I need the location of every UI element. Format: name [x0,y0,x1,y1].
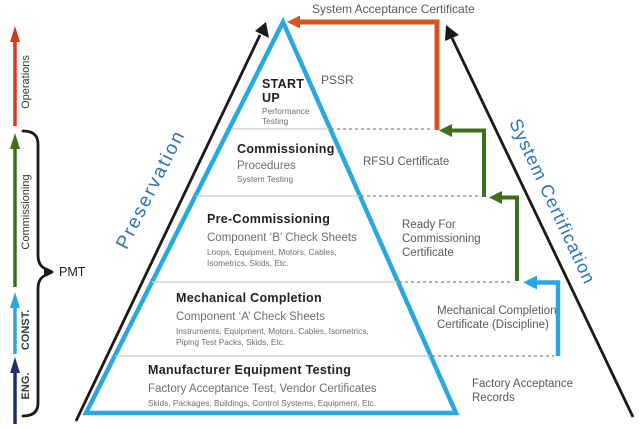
commissioning-subtitle: Procedures [237,160,296,172]
ready-for-commissioning-elbow-arrow [489,191,519,281]
manufacturer-equipment-testing-detail-1: Skids, Packages, Buildings, Control Syst… [148,398,376,408]
start-up-title-line2: UP [262,91,280,105]
rfcc-line3: Certificate [402,247,454,259]
far-line2: Records [472,392,515,404]
mechanical-completion-certificate-label: Mechanical Completion Certificate (Disci… [437,305,557,331]
start-up-subtitle-line1: Performance [262,106,310,116]
rfcc-line1: Ready For [402,219,456,231]
timeline-construction-arrow [10,292,20,354]
far-line1: Factory Acceptance [472,378,573,390]
mcc-line2: Certificate (Discipline) [437,319,549,331]
factory-acceptance-records-label: Factory Acceptance Records [472,378,573,404]
level-pre-commissioning: Pre-Commissioning Component ‘B’ Check Sh… [207,212,357,268]
system-certification-label: System Certification [505,116,599,288]
mechanical-completion-subtitle: Component ‘A’ Check Sheets [176,311,325,323]
mcc-line1: Mechanical Completion [437,305,557,317]
pmt-label: PMT [59,265,86,279]
timeline-commissioning-label: Commissioning [20,174,32,249]
commissioning-detail-1: System Testing [237,174,293,184]
rfsu-elbow-arrow [439,124,486,197]
level-manufacturer-equipment-testing: Manufacturer Equipment Testing Factory A… [148,363,377,408]
timeline-commissioning-arrow [10,133,20,287]
mechanical-completion-detail-2: Piping Test Packs, Skids, Etc. [176,337,285,347]
level-start-up: START UP Performance Testing [262,77,310,126]
mechanical-completion-title: Mechanical Completion [176,291,322,305]
pmt-brace-point [44,267,53,277]
start-up-subtitle-line2: Testing [262,116,289,126]
pre-commissioning-subtitle: Component ‘B’ Check Sheets [207,232,357,244]
rfcc-line2: Commissioning [402,233,481,245]
rfsu-certificate-label: RFSU Certificate [363,156,449,168]
timeline-operations-label: Operations [20,55,32,109]
manufacturer-equipment-testing-title: Manufacturer Equipment Testing [148,363,351,377]
start-up-title-line1: START [262,77,304,91]
pssr-note: PSSR [321,73,354,87]
system-acceptance-certificate-label: System Acceptance Certificate [312,2,475,16]
preservation-arrow [74,22,269,422]
manufacturer-equipment-testing-subtitle: Factory Acceptance Test, Vendor Certific… [148,383,377,395]
commissioning-title: Commissioning [237,142,335,156]
timeline-engineering-arrow [10,357,20,424]
system-certification-arrow [445,25,635,418]
mechanical-completion-detail-1: Instruments, Equipment, Motors, Cables, … [176,326,369,336]
timeline-construction-label: CONST. [20,310,32,350]
system-acceptance-elbow-arrow [287,15,440,130]
mechanical-completion-elbow-arrow [523,275,561,356]
pre-commissioning-detail-1: Loops, Equipment, Motors, Cables, [207,247,337,257]
pre-commissioning-title: Pre-Commissioning [207,212,330,226]
timeline-engineering-label: ENG. [20,373,32,400]
pre-commissioning-detail-2: Isometrics, Skids, Etc. [207,258,289,268]
level-mechanical-completion: Mechanical Completion Component ‘A’ Chec… [176,291,369,347]
ready-for-commissioning-certificate-label: Ready For Commissioning Certificate [402,219,481,259]
level-commissioning: Commissioning Procedures System Testing [237,142,335,184]
timeline-operations-arrow [10,26,20,126]
pyramid-triangle [82,16,460,416]
